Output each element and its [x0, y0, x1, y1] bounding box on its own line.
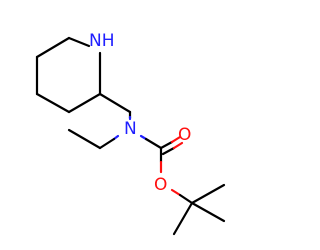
bond-ring-c3-c4 [35, 92, 71, 114]
bond-ring-c1-c2 [35, 36, 71, 59]
bond-c5-ch2 [98, 92, 132, 114]
ester-o-label: O [154, 175, 167, 195]
bond-carbonyl-double-1-colored [170, 135, 182, 144]
piperidine-ring [35, 36, 102, 114]
carbamate-n-label: N [124, 119, 137, 139]
bond-carbonyl-double-2 [161, 146, 176, 156]
chemical-structure: NH N O O [35, 31, 226, 236]
bond-ester-o-tbu-colored [170, 188, 182, 197]
bond-ester-o-tbu [178, 193, 194, 205]
bond-tbu-methyl-down [172, 201, 194, 236]
tert-butyl-group [172, 183, 226, 236]
bond-ethyl-ch2-ch3 [67, 128, 102, 150]
bond-carbonyl-double-1 [159, 140, 174, 150]
bond-n-carbonyl [144, 137, 163, 150]
bond-tbu-methyl-up [190, 183, 226, 205]
bond-ring-nh-c1 [67, 36, 91, 48]
bond-tbu-methyl-right [190, 201, 226, 223]
bond-ring-c4-c5 [67, 92, 102, 114]
bond-n-ethyl [98, 137, 116, 150]
carbonyl-o-label: O [178, 125, 191, 145]
bond-carbonyl-double-2-colored [172, 141, 184, 150]
ring-nh-label: NH [89, 31, 115, 51]
